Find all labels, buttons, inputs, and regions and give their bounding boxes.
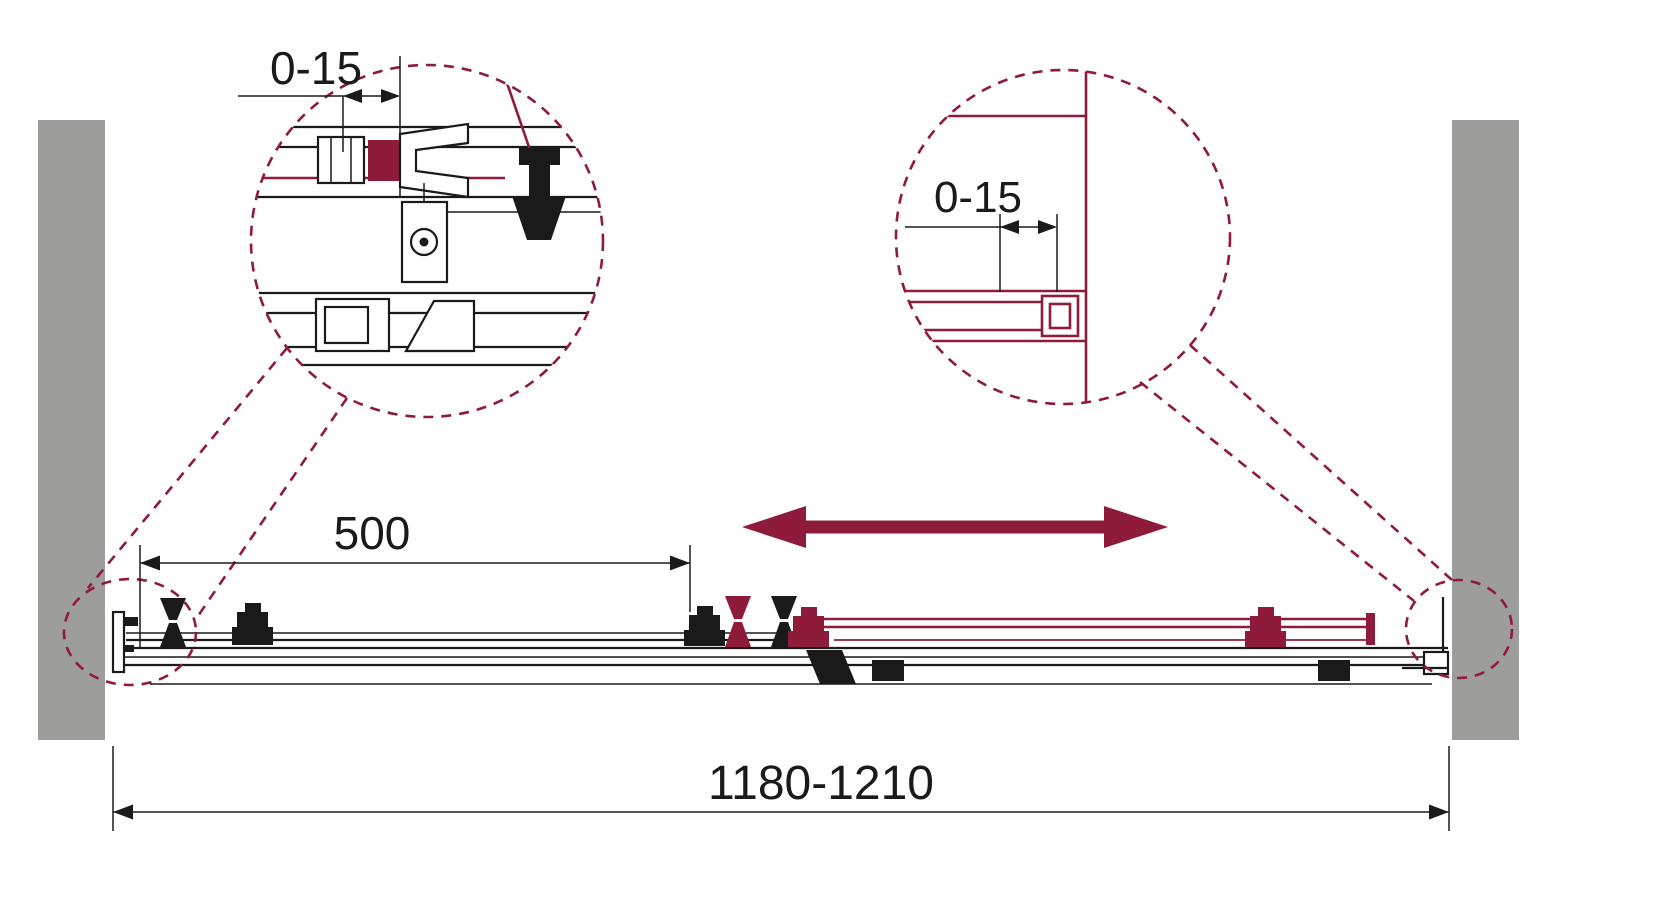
roller-fork (398, 122, 470, 199)
hanger-cone (512, 196, 566, 240)
arrowhead (140, 555, 160, 571)
floor-guide-1 (872, 660, 904, 681)
arrowhead (113, 804, 133, 820)
leader-line-left-1 (86, 347, 289, 589)
roller-fixed-2 (684, 606, 725, 646)
dimension-500: 500 (139, 507, 691, 648)
dimension-overall-label: 1180-1210 (708, 757, 934, 810)
dimension-overall: 1180-1210 (112, 746, 1450, 831)
glass-clamp-2 (725, 596, 751, 647)
detail-right-dimension: 0-15 (905, 173, 1058, 292)
arrowhead (343, 89, 362, 103)
floor-guide-2 (1318, 660, 1350, 681)
detail-circle-right-border (894, 68, 1232, 406)
roller-fixed-1 (232, 603, 273, 645)
arrowhead (1000, 220, 1019, 234)
detail-left-dimension: 0-15 (238, 42, 401, 198)
roller-sliding-1 (788, 607, 829, 647)
panel-bracket (806, 650, 856, 684)
leader-line-right-2 (1139, 380, 1415, 603)
detail-view-left: 0-15 (238, 42, 605, 419)
sliding-panel-end-cap (1366, 613, 1375, 645)
zoom-source-left (62, 577, 198, 687)
roller-sliding-2 (1245, 607, 1286, 647)
arrowhead (1038, 220, 1057, 234)
leader-line-right-1 (1189, 344, 1453, 581)
arrowhead (381, 89, 400, 103)
detail-right-dim-label: 0-15 (934, 173, 1022, 222)
leader-lines (86, 344, 1453, 617)
wall-profile-left (111, 610, 138, 674)
adjustment-block (400, 200, 449, 284)
door-assembly (111, 596, 1450, 685)
left-wall (38, 120, 105, 740)
detail-circle-left-border (249, 63, 605, 419)
roller-wheel-detail (368, 140, 400, 181)
leader-line-left-2 (196, 397, 349, 617)
arrowhead (670, 555, 690, 571)
slide-direction-arrow-icon (742, 506, 1168, 548)
lower-profile-wedge (404, 299, 476, 353)
detail-left-dim-label: 0-15 (270, 42, 362, 94)
right-wall (1452, 120, 1519, 740)
glass-clamp-1 (160, 598, 186, 647)
arrowhead (1429, 804, 1449, 820)
roller-carriage-body (316, 135, 366, 185)
detail-left-drawing (251, 79, 603, 367)
zoom-source-right (1404, 578, 1514, 680)
dimension-500-label: 500 (334, 507, 411, 559)
detail-view-right: 0-15 (894, 68, 1232, 406)
